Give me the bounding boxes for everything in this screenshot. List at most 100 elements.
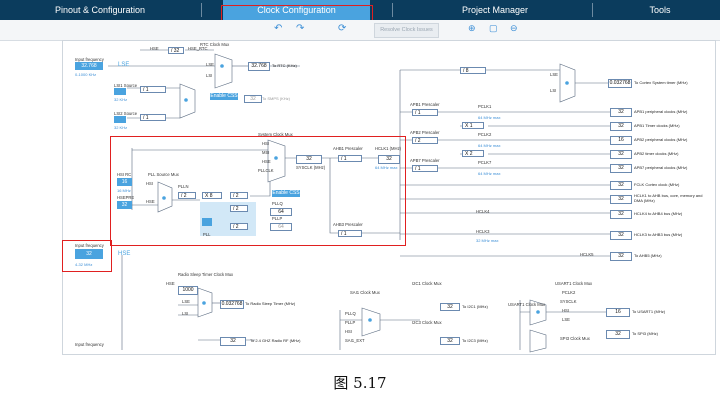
pclk7-label: PCLK7 — [478, 160, 492, 165]
apb1-prescaler-select[interactable]: / 1 — [412, 109, 438, 116]
tab-tools[interactable]: Tools — [649, 5, 671, 15]
resolve-clock-issues-button[interactable]: Resolve Clock Issues — [374, 23, 439, 38]
hse-range: 4-32 MHz — [75, 262, 93, 267]
lse-range: 0-1000 KHz — [75, 72, 97, 77]
apb7-prescaler-label: APB7 Prescaler — [410, 158, 440, 163]
hclk5-label: HCLK5 — [580, 252, 594, 257]
apb2-timer-multiplier: X 2 — [462, 150, 484, 157]
sysclk-value[interactable]: 32 — [296, 155, 322, 164]
lse-frequency-value[interactable]: 32.768 — [75, 62, 103, 70]
rtc-enable-css-button[interactable]: Enable CSS — [210, 93, 238, 100]
hse-frequency-input[interactable]: 32 — [75, 249, 103, 259]
fclk-label: FCLK Cortex clock (MHz) — [634, 182, 680, 187]
ahb1-prescaler-label: AHB1 Prescaler — [333, 146, 363, 151]
sys-pllclk-label: PLLCLK — [258, 168, 274, 173]
usart1-mux-title: USART1 Clock Mux — [555, 281, 593, 286]
radio-hse-label: HSE — [166, 281, 175, 286]
usart1-output-label: To USART1 (MHz) — [632, 309, 666, 314]
right-lsi-label: LSI — [550, 88, 557, 93]
pclk2-max: 64 MHz max — [478, 143, 501, 148]
sys-enable-css-button[interactable]: Enable CSS — [272, 190, 300, 197]
zoom-out-icon[interactable]: ⊖ — [510, 23, 518, 33]
spi3-mux-title: SPI3 Clock Mux — [560, 336, 590, 341]
lsi2-frequency: 32 KHz — [114, 125, 128, 130]
pllq-output-value: 64 — [270, 208, 292, 216]
hsi-value: 16 — [117, 178, 132, 186]
right-lse-label: LSE — [550, 72, 558, 77]
toolbar — [0, 20, 720, 41]
hclk1-max: 64 MHz max — [375, 165, 398, 170]
pllq-select[interactable]: / 2 — [230, 205, 248, 212]
apb2-prescaler-select[interactable]: / 2 — [412, 137, 438, 144]
lsi1-divider-select[interactable]: / 1 — [140, 86, 166, 93]
hclk1-value[interactable]: 32 — [378, 155, 400, 164]
ahb3-prescaler-select[interactable]: / 1 — [338, 230, 362, 237]
hse-input-frequency-label: Input frequency — [75, 243, 104, 248]
apb2-prescaler-label: APB2 Prescaler — [410, 130, 440, 135]
radio-hse-divider[interactable]: 1000 — [178, 286, 198, 295]
tab-pinout[interactable]: Pinout & Configuration — [54, 5, 146, 15]
usart-src-sysclk: SYSCLK — [560, 299, 577, 304]
pll-core-block — [202, 218, 212, 226]
hclk3-output-label: HCLK3 to AHB3 bus (MHz) — [634, 232, 683, 237]
cortex-timer-label: To Cortex System timer (MHz) — [634, 80, 688, 85]
tab-separator — [201, 3, 202, 17]
refresh-icon[interactable]: ⟳ — [338, 23, 347, 34]
apb1-timer-multiplier: X 1 — [462, 122, 484, 129]
ahb1-prescaler-select[interactable]: / 1 — [338, 155, 362, 162]
hclk4-value: 32 — [610, 210, 632, 219]
lsi2-divider-select[interactable]: / 1 — [140, 114, 166, 121]
spi3-value: 32 — [606, 330, 630, 339]
lse-input-frequency-label: Input frequency — [75, 57, 104, 62]
rtc-mux-title: RTC Clock Mux — [200, 42, 230, 47]
spi3-output-label: To SPI3 (MHz) — [632, 331, 659, 336]
figure-caption: 图 5.17 — [333, 374, 387, 392]
apb7-prescaler-select[interactable]: / 1 — [412, 165, 438, 172]
rtc-hse-divider-select[interactable]: / 32 — [168, 47, 184, 54]
pllr-select[interactable]: / 2 — [230, 192, 248, 199]
sai-src-pllp: PLLP — [345, 320, 356, 325]
usart1-value: 16 — [606, 308, 630, 317]
lsi1-source-label: LSI1 Source — [114, 83, 138, 88]
hclk3-label: HCLK3 — [476, 229, 490, 234]
i2c3-value: 32 — [440, 337, 460, 345]
cortex-timer-divider[interactable]: / 8 — [460, 67, 486, 74]
fit-icon[interactable]: ▢ — [489, 23, 498, 33]
hclk3-max: 32 MHz max — [476, 238, 499, 243]
sai1-mux-title: SAI1 Clock Mux — [350, 290, 380, 295]
radio-lsi-label: LSI — [182, 311, 189, 316]
tab-project-manager[interactable]: Project Manager — [461, 5, 529, 15]
usart-src-title: USART1 Clock Mux — [508, 302, 546, 307]
plln-label: PLLN — [178, 184, 189, 189]
apb1-periph-value: 32 — [610, 108, 632, 117]
hse-block-label: HSE — [118, 251, 131, 257]
pllm-select[interactable]: / 2 — [178, 192, 196, 199]
bottom-input-frequency-label: Input frequency — [75, 342, 104, 347]
pclk1-max: 64 MHz max — [478, 115, 501, 120]
hclk4-label: HCLK4 — [476, 209, 490, 214]
i2c1-mux-title: I2C1 Clock Mux — [412, 281, 442, 286]
pllp-output-value: 64 — [270, 223, 292, 231]
usart-src-pclk2: PCLK2 — [562, 290, 576, 295]
rtc-frequency-value[interactable]: 32.768 — [248, 62, 270, 71]
redo-icon[interactable]: ↷ — [296, 23, 305, 34]
zoom-in-icon[interactable]: ⊕ — [468, 23, 476, 33]
hclk5-value: 32 — [610, 252, 632, 261]
i2c3-mux-title: I2C3 Clock Mux — [412, 320, 442, 325]
hse-rtc-label: HSE_RTC — [188, 46, 208, 51]
pclk2-label: PCLK2 — [478, 132, 492, 137]
usart-src-hsi: HSI — [562, 308, 569, 313]
radio-sleep-mux-title: Radio Sleep Timer Clock Mux — [178, 272, 234, 277]
undo-icon[interactable]: ↶ — [274, 23, 283, 34]
rf-value: 32 — [220, 337, 246, 346]
usart-src-lse: LSE — [562, 317, 570, 322]
radio-lse-label: LSE — [182, 299, 190, 304]
apb7-periph-label: APB7 peripheral clocks (MHz) — [634, 165, 688, 170]
plln-select[interactable]: X 8 — [202, 192, 222, 199]
fclk-value: 32 — [610, 181, 632, 190]
tab-clock-configuration[interactable]: Clock Configuration — [223, 0, 370, 20]
pllp-select[interactable]: / 2 — [230, 223, 248, 230]
apb1-timer-value: 32 — [610, 122, 632, 131]
pll-hsi-label: HSI — [146, 181, 153, 186]
smps-value: 32 — [244, 95, 262, 103]
